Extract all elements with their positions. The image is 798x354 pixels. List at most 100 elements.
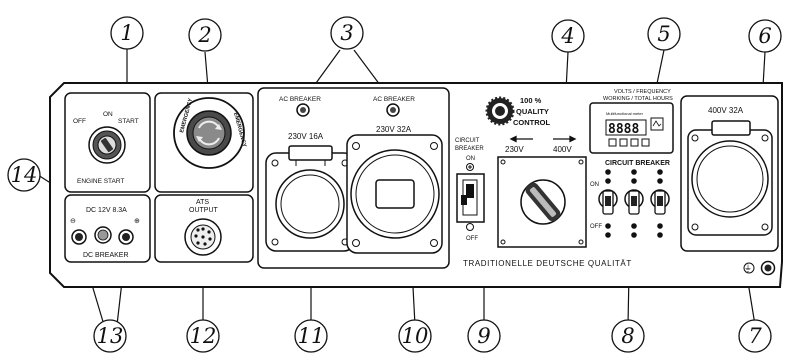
socket-400v-32a[interactable]: [687, 120, 773, 236]
ground-terminal: ⏚: [743, 260, 776, 276]
ats-label-line2: OUTPUT: [189, 207, 219, 214]
breaker-phase-3[interactable]: [650, 189, 670, 215]
callout-8: 8: [611, 319, 645, 353]
engine-start-panel: OFF ON START ENGINE START: [64, 92, 151, 193]
emergency-stop-button[interactable]: [173, 97, 245, 169]
dc-plus-symbol: ⊕: [134, 218, 140, 225]
meter-button-2[interactable]: [619, 138, 628, 147]
callout-10: 10: [398, 319, 432, 353]
breaker-phase-1[interactable]: [598, 189, 618, 215]
cb-small-title1: CIRCUIT: [455, 138, 480, 144]
ac-breaker-left-label: AC BREAKER: [279, 96, 321, 103]
ats-output-panel: ATS OUTPUT: [154, 194, 254, 263]
ground-icon: ⏚: [744, 264, 752, 273]
callout-11: 11: [294, 319, 328, 353]
quality-line2: QUALITY: [516, 107, 549, 116]
svg-text:3: 3: [340, 21, 353, 45]
callout-1: 1: [110, 16, 144, 50]
dc-rating-label: DC 12V 8.3A: [86, 207, 127, 214]
meter-title-line1: VOLTS / FREQUENCY: [614, 89, 671, 95]
breaker-phase-2[interactable]: [624, 189, 644, 215]
meter-mode-icon: [650, 117, 664, 131]
callout-markers: 1 2 3 4 5 6 7 8 9 10 11 12 13 14: [7, 16, 782, 353]
quality-line1: 100 %: [520, 96, 542, 105]
cb-3p-off-label: OFF: [590, 224, 602, 230]
voltage-selector-panel: 230V 400V: [497, 135, 587, 248]
ac-230v-panel: AC BREAKER AC BREAKER 230V 16A 230V 32A: [257, 87, 450, 269]
cb-small-title2: BREAKER: [455, 146, 484, 152]
meter-display: 8888: [605, 119, 647, 137]
dc-minus-symbol: ⊖: [70, 218, 76, 225]
ignition-key-switch[interactable]: [88, 126, 126, 164]
socket-230v-16a[interactable]: [265, 145, 355, 252]
socket-400v-label: 400V 32A: [708, 106, 744, 115]
socket-32a-label: 230V 32A: [376, 125, 412, 134]
cb-small-on-label: ON: [466, 156, 475, 162]
svg-text:10: 10: [402, 324, 429, 348]
engine-start-on-label: ON: [103, 111, 113, 118]
ground-bolt[interactable]: [760, 260, 776, 276]
ac-breaker-32a-button[interactable]: [386, 103, 400, 117]
quality-line3: CONTROL: [513, 118, 550, 127]
three-phase-breaker-panel: CIRCUIT BREAKER ON OFF: [590, 160, 670, 238]
dc-output-panel: DC 12V 8.3A ⊖ ⊕ DC BREAKER: [64, 194, 151, 263]
svg-text:14: 14: [11, 163, 38, 187]
voltage-400v-label: 400V: [553, 145, 572, 154]
callout-9: 9: [467, 319, 501, 353]
dc-breaker-button[interactable]: [94, 226, 112, 244]
svg-text:13: 13: [97, 324, 124, 348]
main-circuit-breaker-panel: CIRCUIT BREAKER ON OFF: [455, 138, 485, 242]
cb-3p-on-label: ON: [590, 182, 599, 188]
callout-13: 13: [93, 319, 127, 353]
callout-4: 4: [551, 19, 585, 53]
engine-start-off-label: OFF: [73, 118, 86, 125]
meter-button-1[interactable]: [608, 138, 617, 147]
meter-small-label: Multifunctional meter: [606, 111, 644, 116]
callout-12: 12: [186, 319, 220, 353]
main-circuit-breaker-switch[interactable]: [456, 173, 485, 223]
callout-7: 7: [738, 319, 772, 353]
svg-text:11: 11: [298, 324, 325, 348]
meter-button-3[interactable]: [630, 138, 639, 147]
cb-small-off-label: OFF: [466, 236, 478, 242]
ats-connector[interactable]: [184, 218, 222, 256]
svg-text:4: 4: [560, 24, 574, 48]
ac-breaker-right-label: AC BREAKER: [373, 96, 415, 103]
ats-label-line1: ATS: [196, 199, 209, 206]
callout-2: 2: [188, 18, 222, 52]
engine-start-start-label: START: [118, 118, 139, 125]
multifunction-meter-panel: VOLTS / FREQUENCY WORKING / TOTAL HOURS …: [589, 89, 674, 154]
meter-title-line2: WORKING / TOTAL HOURS: [603, 96, 673, 102]
ac-breaker-16a-button[interactable]: [296, 103, 310, 117]
quality-seal-icon: [485, 96, 515, 126]
svg-text:5: 5: [657, 22, 670, 46]
voltage-direction-arrows: [509, 135, 577, 143]
meter-digits: 8888: [608, 122, 639, 137]
svg-text:2: 2: [197, 23, 211, 47]
dc-breaker-label: DC BREAKER: [83, 252, 129, 259]
emergency-stop-panel: EMERGENCY EMERGENCY: [154, 92, 254, 193]
leader-7: [747, 281, 756, 326]
socket-230v-32a[interactable]: [346, 134, 443, 254]
voltage-230v-label: 230V: [505, 145, 524, 154]
callout-14: 14: [7, 158, 41, 192]
meter-buttons: [608, 138, 650, 147]
voltage-selector-knob[interactable]: [520, 179, 566, 225]
engine-start-title: ENGINE START: [77, 178, 124, 185]
dc-positive-terminal[interactable]: [118, 229, 134, 245]
svg-text:12: 12: [190, 324, 217, 348]
svg-text:7: 7: [748, 324, 762, 348]
svg-text:9: 9: [477, 324, 490, 348]
brand-slogan: TRADITIONELLE DEUTSCHE QUALITÄT: [463, 259, 632, 268]
callout-6: 6: [748, 19, 782, 53]
svg-text:8: 8: [621, 324, 634, 348]
dc-negative-terminal[interactable]: [71, 229, 87, 245]
socket-16a-label: 230V 16A: [288, 132, 324, 141]
meter-button-4[interactable]: [641, 138, 650, 147]
callout-5: 5: [647, 17, 681, 51]
quality-seal: 100 % QUALITY CONTROL: [485, 96, 550, 127]
socket-400v-panel: 400V 32A: [680, 95, 779, 252]
svg-text:6: 6: [758, 24, 771, 48]
svg-text:1: 1: [120, 21, 133, 45]
